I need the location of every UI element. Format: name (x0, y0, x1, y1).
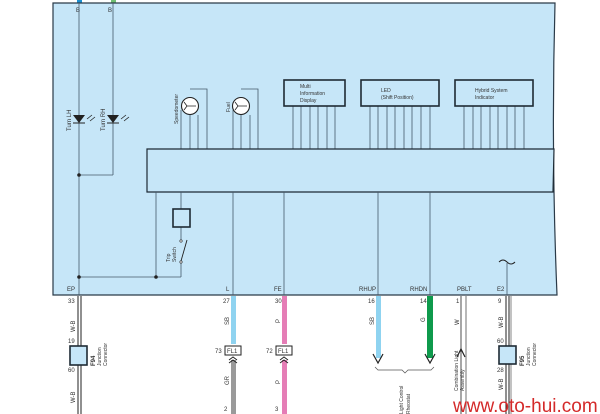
f95-id: F95 (520, 355, 526, 366)
ground-symbol-icon (498, 259, 516, 265)
trip-switch-icon (179, 239, 188, 264)
wire-rhup-sb (376, 296, 381, 358)
led-label-2: (Shift Position) (381, 95, 414, 101)
arrow-down-icon (372, 353, 384, 365)
led-shift-position-box (360, 79, 440, 107)
wire-rhdn-g (427, 296, 433, 358)
watermark: www.oto-hui.com (452, 396, 598, 414)
f94-id: F94 (91, 355, 97, 366)
fuel-label: Fuel (226, 102, 232, 112)
speedometer-label: Speedometer (174, 94, 180, 124)
e2-wire-color-top: W-B (499, 316, 505, 328)
connector-fl1-fe (275, 345, 293, 356)
terminal-l: L (226, 287, 230, 293)
f94-label-1: Junction (97, 347, 103, 366)
terminal-rhdn: RHDN (410, 287, 427, 293)
rheostat-label-2: Rheostat (406, 393, 412, 414)
ep-pin-in: 19 (68, 339, 75, 345)
wire-l-gr (231, 360, 236, 414)
mid-label-3: Display (300, 98, 317, 104)
e2-pin-top: 9 (498, 299, 502, 305)
hybrid-label-2: Indicator (475, 95, 495, 101)
mid-label-1: Multi (300, 84, 311, 90)
terminal-ep: EP (67, 287, 75, 293)
terminal-pblt: PBLT (457, 287, 472, 293)
terminal-fe: FE (274, 287, 282, 293)
ep-pin-out: 60 (68, 368, 75, 374)
pblt-pin: 1 (456, 299, 460, 305)
junction-connector-f94 (69, 345, 88, 366)
junction-dot (77, 173, 81, 177)
wire-stub-rh (111, 0, 116, 3)
fe-wire-color: P (276, 319, 282, 323)
l-wire-color-below: GR (225, 375, 231, 385)
rhup-wire-color: SB (370, 317, 376, 325)
led-turn-rh-icon (107, 114, 130, 124)
e2-pin-out: 28 (497, 368, 504, 374)
arrow-up-icon (456, 347, 466, 358)
ep-pin-top: 33 (68, 299, 75, 305)
meter-cpu-block (146, 148, 555, 193)
speedometer-gauge-icon (180, 96, 200, 116)
rhup-pin: 16 (368, 299, 375, 305)
f95-label-1: Junction (526, 347, 532, 366)
pblt-wire-color: W (455, 319, 461, 325)
l-pin: 27 (223, 299, 230, 305)
connector-chevron-icon (228, 356, 238, 364)
l-conn-id: FL1 (227, 349, 238, 355)
e2-pin-in: 60 (497, 339, 504, 345)
led-turn-lh-icon (73, 114, 96, 124)
led-label-1: LED (381, 88, 391, 94)
trip-switch-label-2: Switch (172, 247, 178, 262)
e2-wire-color-bottom: W-B (499, 378, 505, 390)
mid-label-2: Information (300, 91, 325, 97)
fuel-gauge-icon (231, 96, 251, 116)
wire-fe-p-below (282, 360, 287, 414)
connector-fl1-l (224, 345, 242, 356)
turn-lh-label: Turn LH (67, 110, 73, 131)
fe-conn-id: FL1 (278, 349, 289, 355)
pin-label-b-rh: B (108, 8, 112, 14)
wire-stub-lh (77, 0, 82, 3)
wire-l-sb (231, 296, 236, 344)
arrow-down-icon (424, 353, 436, 365)
connector-chevron-icon (279, 356, 289, 364)
l-pin-below: 2 (224, 407, 228, 413)
junction-connector-f95 (498, 345, 517, 365)
rhdn-wire-color: G (421, 317, 427, 322)
rhdn-pin: 14 (420, 299, 427, 305)
terminal-e2: E2 (497, 287, 505, 293)
trip-switch-indicator-box (172, 208, 191, 228)
terminal-rhup: RHUP (359, 287, 376, 293)
ep-wire-color-top: W-B (71, 320, 77, 332)
hybrid-label-1: Hybrid System (475, 88, 508, 94)
pblt-dest-1: Combination Light (454, 350, 460, 391)
ep-wire-color-bottom: W-B (71, 391, 77, 403)
l-conn-pin: 73 (215, 349, 222, 355)
rheostat-label-1: Light Control (399, 386, 405, 414)
f95-label-2: Connector (532, 343, 538, 366)
turn-rh-label: Turn RH (101, 109, 107, 131)
hybrid-system-indicator-box (454, 79, 534, 107)
pblt-dest-2: Assembly (460, 369, 466, 391)
trip-switch-label-1: Trip (166, 253, 172, 262)
fe-wire-color-below: P (276, 380, 282, 384)
pin-label-b-lh: B (76, 8, 80, 14)
l-wire-color: SB (225, 317, 231, 325)
group-bracket (374, 366, 435, 374)
fe-pin-below: 3 (275, 407, 279, 413)
f94-label-2: Connector (103, 343, 109, 366)
fe-pin: 30 (275, 299, 282, 305)
wire-fe-p (282, 296, 287, 344)
multi-information-display-box (283, 79, 346, 107)
fe-conn-pin: 72 (266, 349, 273, 355)
